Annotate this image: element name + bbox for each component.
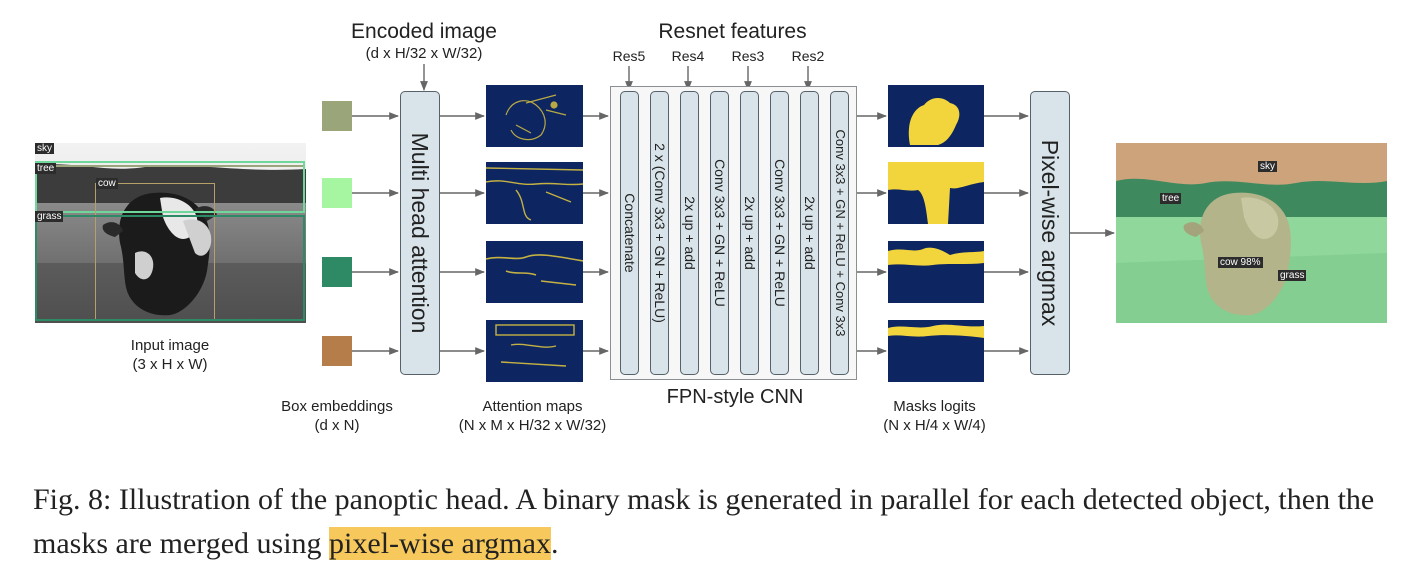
input-image-label: Input image	[130, 337, 210, 354]
output-segmentation-image: sky tree cow 98% grass	[1116, 143, 1387, 323]
encoded-image-dims: (d x H/32 x W/32)	[365, 45, 483, 62]
multi-head-attention-module: Multi head attention	[400, 91, 440, 375]
mask-logit-cow	[888, 320, 984, 382]
fpn-layer-conv-1: Conv 3x3 + GN + ReLU	[710, 91, 729, 375]
attention-map-sky	[486, 85, 583, 147]
output-grass-tag: grass	[1278, 270, 1307, 281]
fpn-layer-upsample-res2: 2x up + add	[800, 91, 819, 375]
box-embedding-cow	[322, 336, 352, 366]
output-cow-tag: cow 98%	[1218, 257, 1263, 268]
attention-maps-label: Attention maps	[482, 398, 583, 415]
attention-map-cow	[486, 320, 583, 382]
masks-logits-label: Masks logits	[893, 398, 976, 415]
multi-head-attention-label: Multi head attention	[407, 132, 433, 334]
res2-label: Res2	[791, 48, 825, 64]
grass-tag: grass	[35, 211, 64, 222]
attention-map-tree	[486, 162, 583, 224]
segmented-photo	[1116, 143, 1387, 323]
fpn-layer-upsample-res3: 2x up + add	[740, 91, 759, 375]
box-embeddings-dims: (d x N)	[314, 417, 360, 434]
tree-box	[35, 161, 305, 213]
masks-logits-dims: (N x H/4 x W/4)	[883, 417, 986, 434]
fpn-layer-upsample-res4: 2x up + add	[680, 91, 699, 375]
cow-tag: cow	[96, 178, 118, 189]
grass-box	[35, 215, 305, 321]
caption-highlight: pixel-wise argmax	[329, 527, 551, 560]
fpn-layer-final-conv: Conv 3x3 + GN + ReLU + Conv 3x3	[830, 91, 849, 375]
fpn-layer-conv-2: Conv 3x3 + GN + ReLU	[770, 91, 789, 375]
input-image-dims: (3 x H x W)	[132, 356, 208, 373]
res4-label: Res4	[671, 48, 705, 64]
pixel-wise-argmax-module: Pixel-wise argmax	[1030, 91, 1070, 375]
box-embedding-grass	[322, 257, 352, 287]
attention-map-grass	[486, 241, 583, 303]
cow-photo-grayscale	[35, 143, 306, 323]
encoded-image-title: Encoded image	[351, 20, 497, 43]
output-tree-tag: tree	[1160, 193, 1182, 204]
res5-label: Res5	[612, 48, 646, 64]
caption-end: .	[550, 527, 559, 560]
box-embedding-tree	[322, 178, 352, 208]
fpn-layer-concatenate: Concatenate	[620, 91, 639, 375]
box-embeddings-label: Box embeddings	[281, 398, 393, 415]
pixel-wise-argmax-label: Pixel-wise argmax	[1037, 139, 1063, 327]
input-image: sky tree cow grass	[35, 143, 306, 323]
fpn-label: FPN-style CNN	[666, 386, 804, 408]
tree-tag: tree	[35, 163, 57, 174]
mask-logit-tree	[888, 162, 984, 224]
output-sky-tag: sky	[1258, 161, 1277, 172]
sky-tag: sky	[35, 143, 54, 154]
resnet-features-title: Resnet features	[658, 20, 807, 43]
mask-logit-grass	[888, 241, 984, 303]
fpn-container	[610, 86, 857, 380]
figure-caption: Fig. 8: Illustration of the panoptic hea…	[33, 478, 1403, 566]
res3-label: Res3	[731, 48, 765, 64]
mask-logit-sky	[888, 85, 984, 147]
fpn-layer-conv-block: 2 x (Conv 3x3 + GN + ReLU)	[650, 91, 669, 375]
attention-maps-dims: (N x M x H/32 x W/32)	[458, 417, 607, 434]
box-embedding-sky	[322, 101, 352, 131]
sky-box	[35, 143, 305, 167]
caption-text: Fig. 8: Illustration of the panoptic hea…	[33, 483, 1375, 560]
